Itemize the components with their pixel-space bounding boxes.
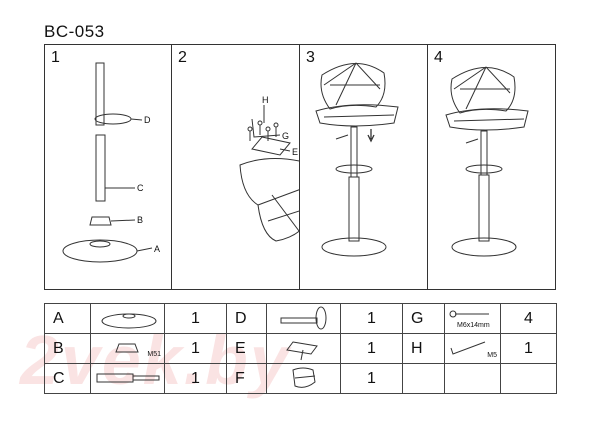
bar-stool-icon <box>445 66 529 257</box>
svg-text:D: D <box>144 115 151 125</box>
step-4-diagram <box>445 66 529 257</box>
part-label: F <box>226 363 267 394</box>
gas-cylinder-icon <box>95 134 106 202</box>
svg-text:G: G <box>282 131 289 141</box>
column-tube-icon <box>95 62 105 126</box>
step-3-panel: 3 <box>299 45 427 289</box>
part-picture <box>90 303 165 334</box>
seat-mechanism-icon <box>286 341 318 361</box>
footrest-ring-icon <box>280 306 327 330</box>
step-2-diagram: H G E F <box>239 95 300 247</box>
base-disc-icon <box>101 313 157 329</box>
svg-text:C: C <box>137 183 144 193</box>
svg-text:E: E <box>292 147 298 157</box>
base-disc-icon <box>62 239 138 263</box>
empty-cell <box>444 363 501 394</box>
part-picture <box>266 333 341 364</box>
empty-cell <box>402 363 445 394</box>
screw-icon <box>247 120 279 141</box>
part-quantity: 1 <box>164 333 227 364</box>
seat-shell-icon <box>292 367 316 388</box>
part-picture: M51 <box>90 333 165 364</box>
step-number: 2 <box>178 49 187 66</box>
seat-mechanism-icon <box>251 136 291 156</box>
part-label: C <box>44 363 91 394</box>
part-label: A <box>44 303 91 334</box>
svg-text:B: B <box>137 215 143 225</box>
part-picture: M5 <box>444 333 501 364</box>
part-label: D <box>226 303 267 334</box>
parts-table: A 1 D 1 G M6x14mm 4 B M51 <box>44 303 557 394</box>
part-picture <box>266 303 341 334</box>
screw-icon <box>449 310 489 318</box>
part-note: M5 <box>487 352 497 359</box>
svg-text:H: H <box>262 95 269 105</box>
step-4-panel: 4 <box>427 45 557 289</box>
step-1-diagram: D C B A <box>62 62 160 263</box>
part-picture <box>266 363 341 394</box>
part-quantity: 1 <box>164 303 227 334</box>
empty-cell <box>500 363 557 394</box>
part-label: E <box>226 333 267 364</box>
part-label: H <box>402 333 445 364</box>
part-label: G <box>402 303 445 334</box>
part-label: B <box>44 333 91 364</box>
gas-cylinder-icon <box>96 373 160 383</box>
part-quantity: 1 <box>340 363 403 394</box>
part-quantity: 1 <box>340 333 403 364</box>
step-number: 4 <box>434 49 443 66</box>
part-note: M51 <box>147 351 161 358</box>
step-3-diagram <box>315 62 399 257</box>
footrest-ring-icon <box>94 113 132 125</box>
cone-cover-icon <box>89 216 112 226</box>
svg-text:A: A <box>154 244 160 254</box>
part-note: M6x14mm <box>457 322 490 329</box>
step-1-panel: 1 D C B A <box>45 45 171 289</box>
part-quantity: 1 <box>340 303 403 334</box>
bar-stool-icon <box>315 62 399 257</box>
assembly-steps: 1 D C B A 2 H <box>44 44 556 290</box>
table-row: A 1 D 1 G M6x14mm 4 <box>44 303 557 334</box>
part-quantity: 1 <box>164 363 227 394</box>
step-2-panel: 2 H G E F <box>171 45 300 289</box>
step-number: 1 <box>51 49 60 66</box>
part-quantity: 1 <box>500 333 557 364</box>
table-row: B M51 1 E 1 H M5 1 <box>44 333 557 364</box>
part-quantity: 4 <box>500 303 557 334</box>
allen-key-icon <box>450 341 486 355</box>
seat-shell-icon <box>239 157 300 242</box>
step-number: 3 <box>306 49 315 66</box>
allen-key-icon <box>251 118 281 138</box>
document-title: BC-053 <box>44 22 105 41</box>
part-picture <box>90 363 165 394</box>
part-picture: M6x14mm <box>444 303 501 334</box>
cone-cover-icon <box>115 343 139 353</box>
table-row: C 1 F 1 <box>44 363 557 394</box>
